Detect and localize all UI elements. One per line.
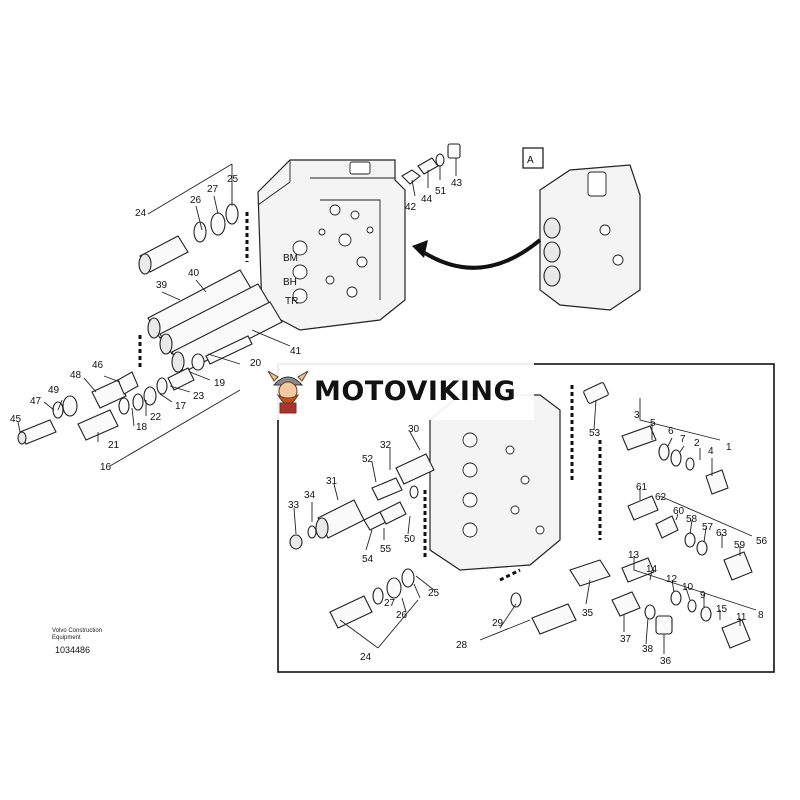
callout: 38 <box>642 644 654 655</box>
detail-dashed-line <box>499 568 521 582</box>
callout: 34 <box>304 490 316 501</box>
detail-callouts: 30 32 52 31 34 33 54 55 50 53 3 5 6 7 2 … <box>288 410 768 667</box>
callout: 24 <box>360 652 372 663</box>
relief-valve-24 <box>138 203 239 275</box>
port-label-tr: TR <box>285 296 298 307</box>
detail-arrow <box>418 238 542 270</box>
callout: 29 <box>492 618 504 629</box>
callout: 45 <box>10 414 22 425</box>
callout: 8 <box>758 610 764 621</box>
callout: 61 <box>636 482 648 493</box>
callout: 54 <box>362 554 374 565</box>
port-label-bm: BM <box>283 253 298 264</box>
callout: 22 <box>150 412 162 423</box>
callout: 13 <box>628 550 640 561</box>
callout: 28 <box>456 640 468 651</box>
callout: 40 <box>188 268 200 279</box>
callout: 56 <box>756 536 768 547</box>
callout: 20 <box>250 358 262 369</box>
arrow-head-icon <box>412 240 428 258</box>
callout: 44 <box>421 194 433 205</box>
callout: 24 <box>135 208 147 219</box>
lower-left-spool-parts <box>17 335 253 445</box>
callout: 35 <box>582 608 594 619</box>
callout: 5 <box>650 418 656 429</box>
callout: 26 <box>190 195 202 206</box>
callout: 62 <box>655 492 667 503</box>
callout: 53 <box>589 428 601 439</box>
callout: 11 <box>736 612 747 623</box>
callout: 57 <box>702 522 714 533</box>
callout: 41 <box>290 346 302 357</box>
callout: 18 <box>136 422 148 433</box>
callout: 19 <box>214 378 226 389</box>
port-labels: BM BH TR <box>283 253 298 307</box>
callout: 12 <box>666 574 678 585</box>
callout: 3 <box>634 410 640 421</box>
callout: 21 <box>108 440 120 451</box>
callout: 7 <box>680 434 686 445</box>
callout: 47 <box>30 396 42 407</box>
callout: 31 <box>326 476 338 487</box>
callout: 25 <box>227 174 239 185</box>
callout: 16 <box>100 462 112 473</box>
callout: 14 <box>646 564 658 575</box>
callout: 37 <box>620 634 632 645</box>
callout: 43 <box>451 178 463 189</box>
callout: 50 <box>404 534 416 545</box>
detail-marker-box <box>522 147 544 169</box>
callout: 32 <box>380 440 392 451</box>
callout: 52 <box>362 454 374 465</box>
detail-a-source-block <box>539 164 641 311</box>
callout: 49 <box>48 385 60 396</box>
callout: 23 <box>193 391 205 402</box>
brand-name: MOTOVIKING <box>314 375 517 407</box>
detail-marker-label: A <box>527 155 534 166</box>
callout: 30 <box>408 424 420 435</box>
main-valve-block <box>257 159 406 331</box>
callout: 17 <box>175 401 187 412</box>
callout: 59 <box>734 540 746 551</box>
port-label-bh: BH <box>283 277 297 288</box>
callout: 1 <box>726 442 732 453</box>
callout: 48 <box>70 370 82 381</box>
callout: 42 <box>405 202 417 213</box>
callout: 26 <box>396 610 408 621</box>
callout: 27 <box>207 184 219 195</box>
callout: 15 <box>716 604 728 615</box>
callout: 51 <box>435 186 447 197</box>
callout: 63 <box>716 528 728 539</box>
callout: 27 <box>384 598 396 609</box>
callout: 60 <box>673 506 685 517</box>
watermark-banner: MOTOVIKING <box>262 362 534 420</box>
document-number: 1034486 <box>55 645 91 655</box>
main-callouts: 24 26 27 25 42 44 51 43 39 40 41 46 48 4… <box>10 174 463 473</box>
relief-valve-parts-top <box>401 143 461 185</box>
callout: 55 <box>380 544 392 555</box>
callout: 33 <box>288 500 300 511</box>
callout: 36 <box>660 656 672 667</box>
leader-lines <box>17 158 757 654</box>
callout: 10 <box>682 582 694 593</box>
credit-text: Volvo Construction Equipment <box>52 628 103 641</box>
callout: 46 <box>92 360 104 371</box>
callout: 9 <box>700 590 706 601</box>
callout: 25 <box>428 588 440 599</box>
viking-mascot-icon <box>267 370 309 414</box>
callout: 6 <box>668 426 674 437</box>
detail-a-valve-block <box>429 394 561 571</box>
callout: 4 <box>708 446 714 457</box>
callout: 39 <box>156 280 168 291</box>
callout: 58 <box>686 514 698 525</box>
callout: 2 <box>694 438 700 449</box>
detail-right-parts <box>510 382 753 649</box>
